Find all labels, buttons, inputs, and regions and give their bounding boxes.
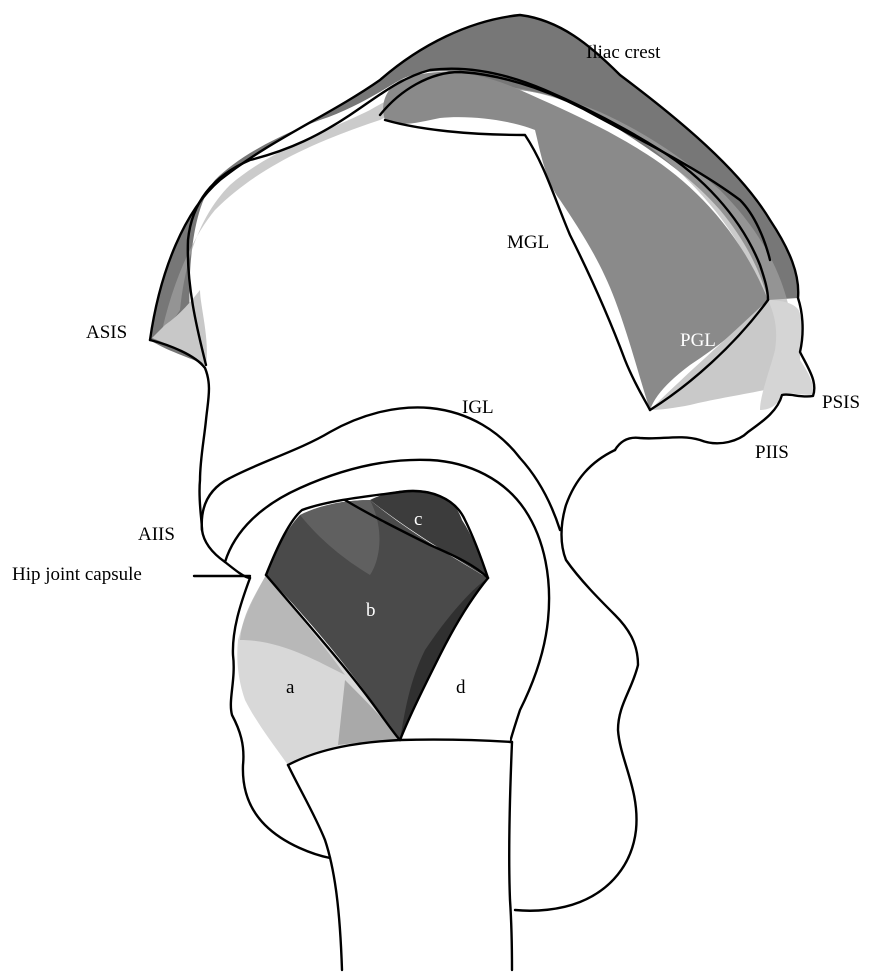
label-region-d: d bbox=[456, 677, 466, 698]
label-aiis: AIIS bbox=[138, 524, 175, 545]
label-igl: IGL bbox=[462, 397, 494, 418]
label-asis: ASIS bbox=[86, 322, 127, 343]
label-pgl: PGL bbox=[680, 330, 716, 351]
label-mgl: MGL bbox=[507, 232, 549, 253]
label-region-a: a bbox=[286, 677, 295, 698]
femur-shaft-right bbox=[509, 742, 512, 970]
label-piis: PIIS bbox=[755, 442, 789, 463]
label-hip-joint-capsule: Hip joint capsule bbox=[12, 564, 142, 585]
label-region-b: b bbox=[366, 600, 376, 621]
label-psis: PSIS bbox=[822, 392, 860, 413]
label-iliac-crest: Iliac crest bbox=[586, 42, 661, 63]
femur-shaft-left bbox=[288, 765, 342, 970]
label-region-c: c bbox=[414, 509, 422, 530]
